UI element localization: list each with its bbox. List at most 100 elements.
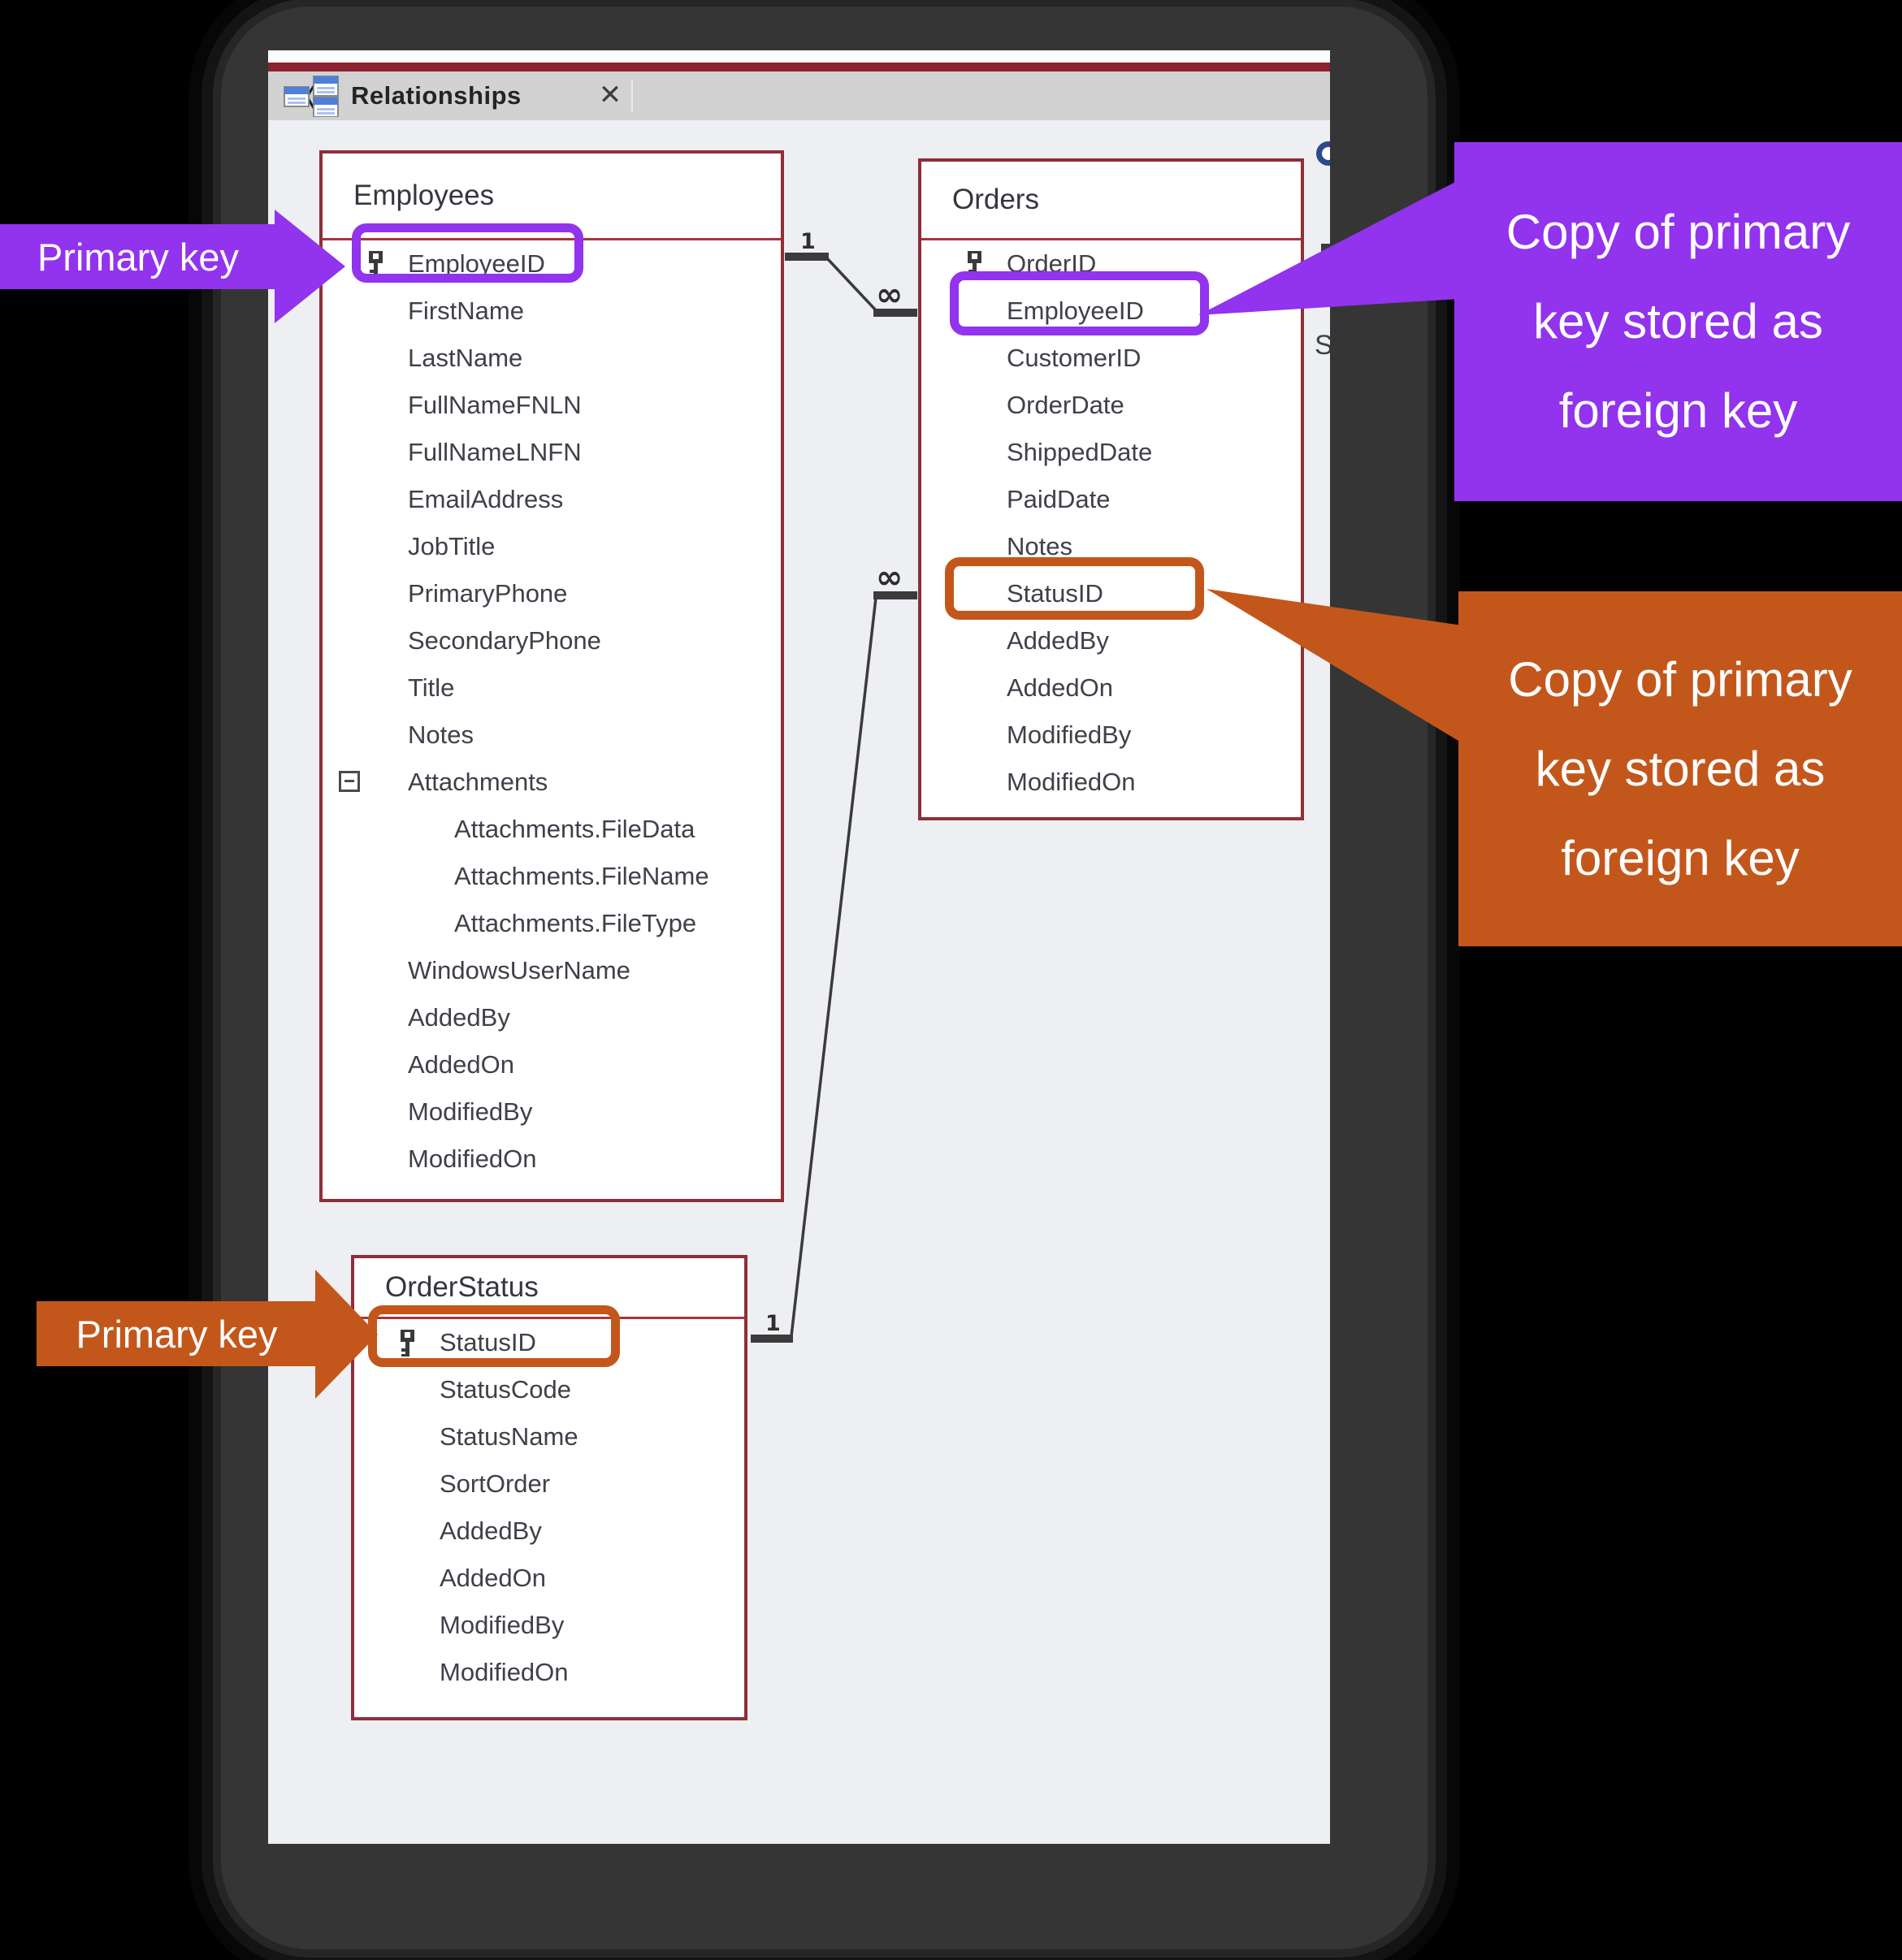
arrow-head-icon [275,210,345,323]
field-name: ModifiedBy [408,1097,533,1126]
edge-fragment-circle [1316,141,1330,166]
field-row-secondaryphone[interactable]: SecondaryPhone [323,617,781,664]
field-row-attachments-filename[interactable]: Attachments.FileName [323,853,781,900]
field-row-addedby[interactable]: AddedBy [354,1508,744,1555]
field-name: Attachments.FileType [454,909,697,937]
field-row-primaryphone[interactable]: PrimaryPhone [323,570,781,617]
field-name: OrderDate [1007,391,1124,419]
one-cardinality-label: 1 [765,1311,781,1336]
field-row-shippeddate[interactable]: ShippedDate [921,429,1301,476]
highlight-orderstatus-statusid [368,1305,620,1367]
access-relationships-window: Relationships ✕ Employees EmployeeID Firs… [268,50,1330,1844]
field-name: AddedBy [440,1517,542,1545]
relationships-diagram-icon [284,76,339,117]
field-name: Attachments.FileData [454,815,695,843]
table-title: Employees [323,154,781,240]
field-row-modifiedby[interactable]: ModifiedBy [354,1602,744,1649]
primary-key-label: Primary key [37,1301,317,1366]
table-title: OrderStatus [354,1258,744,1319]
field-name: JobTitle [408,532,496,560]
object-tab-bar: Relationships ✕ [268,71,1330,120]
arrow-head-icon [315,1270,378,1399]
primary-key-annotation-employees: Primary key [0,210,345,323]
field-name: PaidDate [1007,485,1111,513]
field-row-employeeid[interactable]: EmployeeID [921,288,1301,335]
field-row-addedby[interactable]: AddedBy [921,617,1301,664]
field-row-title[interactable]: Title [323,664,781,712]
field-row-windowsusername[interactable]: WindowsUserName [323,947,781,994]
field-row-modifiedby[interactable]: ModifiedBy [921,712,1301,759]
field-row-statusid[interactable]: StatusID [921,570,1301,617]
field-row-notes[interactable]: Notes [921,523,1301,570]
field-name: ModifiedBy [1007,720,1132,749]
field-name: ModifiedOn [408,1144,537,1173]
field-row-addedon[interactable]: AddedOn [354,1555,744,1602]
field-row-addedon[interactable]: AddedOn [323,1041,781,1088]
edge-fragment-letter: S [1315,330,1330,361]
close-tab-icon[interactable]: ✕ [598,80,622,110]
highlight-orders-statusid [945,557,1204,620]
field-name: AddedOn [408,1050,514,1079]
field-name: FullNameLNFN [408,438,582,466]
edge-fragment-key-icon [1321,244,1330,268]
field-name: EmployeeID [408,249,545,278]
field-row-lastname[interactable]: LastName [323,335,781,382]
field-name: StatusCode [440,1375,571,1404]
field-row-fullnamefnln[interactable]: FullNameFNLN [323,382,781,429]
field-row-attachments-filetype[interactable]: Attachments.FileType [323,900,781,947]
primary-key-label: Primary key [0,224,276,289]
field-name: ModifiedBy [440,1611,565,1639]
field-name: ShippedDate [1007,438,1153,466]
field-name: EmailAddress [408,485,564,513]
field-row-paiddate[interactable]: PaidDate [921,476,1301,523]
field-row-notes[interactable]: Notes [323,712,781,759]
field-row-attachments-filedata[interactable]: Attachments.FileData [323,806,781,853]
field-name: ModifiedOn [440,1658,569,1686]
field-row-modifiedon[interactable]: ModifiedOn [323,1136,781,1183]
field-row-statusid[interactable]: StatusID [354,1319,744,1366]
many-cardinality-label: ∞ [876,276,903,314]
field-row-orderdate[interactable]: OrderDate [921,382,1301,429]
field-row-statusname[interactable]: StatusName [354,1413,744,1460]
field-row-attachments[interactable]: Attachments [323,759,781,806]
field-name: CustomerID [1007,344,1142,372]
field-row-modifiedby[interactable]: ModifiedBy [323,1088,781,1136]
field-name: StatusID [1007,579,1103,608]
collapse-expander-icon[interactable] [339,771,360,792]
tab-separator [631,80,633,112]
field-name: AddedOn [440,1564,546,1592]
field-row-fullnamelnfn[interactable]: FullNameLNFN [323,429,781,476]
field-row-customerid[interactable]: CustomerID [921,335,1301,382]
field-name: StatusID [440,1328,536,1356]
field-name: SecondaryPhone [408,626,601,655]
field-row-sortorder[interactable]: SortOrder [354,1460,744,1508]
field-name: AddedOn [1007,673,1113,702]
field-row-modifiedon[interactable]: ModifiedOn [354,1649,744,1696]
tab-title: Relationships [351,81,522,110]
field-name: Attachments.FileName [454,862,709,890]
primary-key-icon [398,1329,419,1358]
field-name: WindowsUserName [408,956,630,984]
field-name: AddedBy [408,1003,510,1032]
field-name: Notes [1007,532,1072,560]
field-row-emailaddress[interactable]: EmailAddress [323,476,781,523]
highlight-orders-employeeid [950,271,1209,335]
field-row-modifiedon[interactable]: ModifiedOn [921,759,1301,806]
field-name: Attachments [408,768,548,796]
field-name: StatusName [440,1422,578,1451]
field-row-statuscode[interactable]: StatusCode [354,1366,744,1413]
field-row-addedby[interactable]: AddedBy [323,994,781,1041]
field-name: EmployeeID [1007,296,1144,325]
field-name: LastName [408,344,523,372]
field-name: AddedBy [1007,626,1109,655]
field-row-jobtitle[interactable]: JobTitle [323,523,781,570]
field-name: ModifiedOn [1007,768,1136,796]
foreign-key-callout-statusid: Copy of primary key stored as foreign ke… [1458,591,1902,946]
field-row-firstname[interactable]: FirstName [323,288,781,335]
field-row-addedon[interactable]: AddedOn [921,664,1301,712]
tab-relationships[interactable]: Relationships ✕ [268,71,642,120]
